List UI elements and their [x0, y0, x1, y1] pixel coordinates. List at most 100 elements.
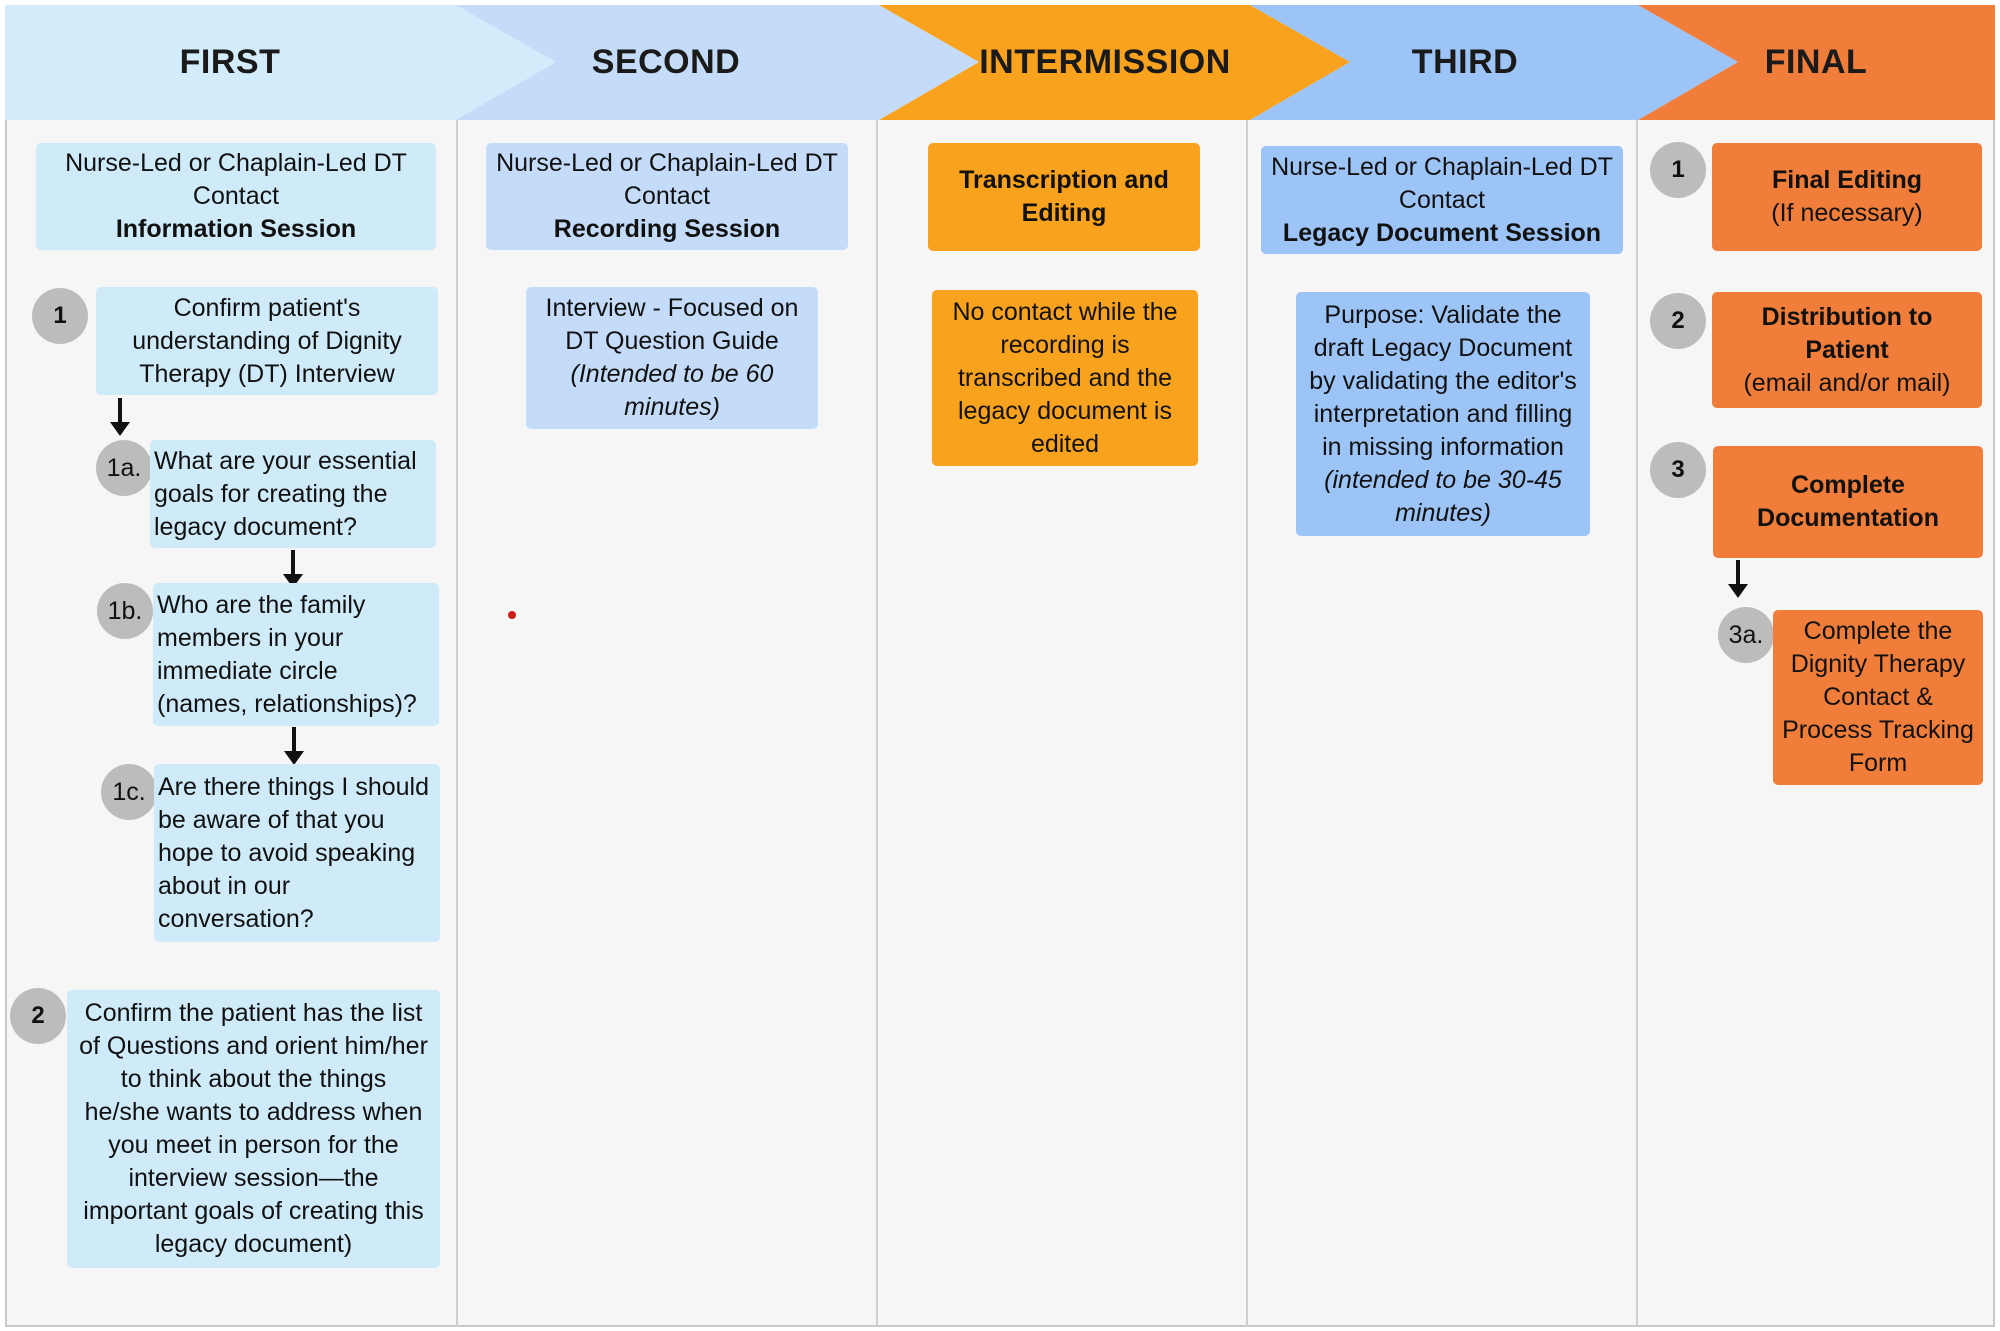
detail-text-line: Purpose: Validate the: [1324, 300, 1562, 329]
step-text-line: of Questions and orient him/her: [79, 1032, 428, 1060]
detail-text-line: legacy document is: [957, 396, 1172, 425]
detail-text-line: edited: [1030, 429, 1100, 458]
header-chevron-first: [5, 5, 556, 120]
detail-text-line: draft Legacy Document: [1313, 333, 1573, 362]
detail-text-line: by validating the editor's: [1309, 366, 1577, 395]
contact-box-line: Contact: [192, 182, 280, 210]
second-contact-box: Nurse-Led or Chaplain-Led DT Contact Rec…: [486, 143, 848, 250]
final-step-title: Distribution to Patient: [1761, 302, 1933, 364]
detail-duration-line: (intended to be 30-45: [1324, 465, 1562, 494]
detail-text-line: transcribed and the: [957, 363, 1173, 392]
step-text-line: interview session—the: [128, 1164, 379, 1192]
third-detail-box: Purpose: Validate the draft Legacy Docum…: [1296, 292, 1590, 536]
detail-text-line: interpretation and filling: [1313, 399, 1573, 428]
contact-box-line: Nurse-Led or Chaplain-Led DT: [1271, 152, 1613, 181]
intermission-title-line: Transcription and: [959, 166, 1169, 194]
header-chevron-final: [1638, 5, 1995, 120]
step-text-line: Process Tracking: [1782, 716, 1974, 744]
column-divider: [876, 120, 878, 1327]
step-text-line: he/she wants to address when: [84, 1098, 423, 1126]
final-step-badge-3a: 3a.: [1718, 607, 1774, 663]
header-intermission: INTERMISSION: [979, 43, 1231, 81]
detail-text-line: DT Question Guide: [565, 327, 779, 355]
detail-text-line: Interview - Focused on: [545, 294, 799, 322]
step-text-line: conversation?: [158, 904, 314, 933]
step-badge-1c: 1c.: [101, 764, 157, 820]
header-chevron-second: [456, 5, 979, 120]
step-text-line: hope to avoid speaking: [158, 838, 416, 867]
step-text-line: Complete the: [1803, 617, 1953, 645]
final-substep-3a-box: Complete the Dignity Therapy Contact & P…: [1773, 610, 1983, 785]
contact-box-session-title: Recording Session: [553, 215, 781, 243]
step-text-line: legacy document?: [154, 512, 357, 541]
header-chevron-band: [5, 5, 1995, 120]
final-step-badge-1: 1: [1650, 142, 1706, 198]
first-substep-1b-box: Who are the family members in your immed…: [153, 583, 439, 726]
step-text-line: Contact &: [1823, 683, 1933, 711]
step-text-line: Form: [1848, 749, 1908, 777]
step-text-line: (names, relationships)?: [157, 689, 417, 718]
step-text-line: Are there things I should: [158, 772, 429, 801]
header-final: FINAL: [1764, 43, 1868, 81]
step-text-line: immediate circle: [157, 656, 338, 685]
column-divider: [456, 120, 458, 1327]
step-badge-1: 1: [32, 288, 88, 344]
first-step-2-box: Confirm the patient has the list of Ques…: [67, 990, 440, 1268]
final-step-badge-3: 3: [1650, 442, 1706, 498]
second-detail-box: Interview - Focused on DT Question Guide…: [526, 287, 818, 429]
down-arrow-icon: [1728, 560, 1748, 598]
step-text-line: Dignity Therapy: [1790, 650, 1966, 678]
contact-box-line: Nurse-Led or Chaplain-Led DT: [65, 149, 407, 177]
step-text-line: Confirm the patient has the list: [84, 999, 423, 1027]
step-text-line: legacy document): [154, 1230, 353, 1258]
step-text-line: be aware of that you: [158, 805, 385, 834]
first-step-1-box: Confirm patient's understanding of Digni…: [96, 287, 438, 395]
detail-text-line: in missing information: [1322, 432, 1564, 461]
detail-duration-line: minutes): [624, 393, 720, 421]
red-dot-marker: [508, 611, 516, 619]
step-text-line: about in our: [158, 871, 291, 900]
final-step-title: Complete: [1791, 471, 1905, 499]
detail-text-line: recording is: [1000, 330, 1130, 359]
step-text-line: Confirm patient's: [173, 293, 361, 322]
header-chevron-intermission: [879, 5, 1350, 120]
header-first: FIRST: [179, 43, 281, 81]
step-text-line: Therapy (DT) Interview: [139, 359, 395, 388]
contact-box-session-title: Information Session: [115, 215, 357, 243]
final-step-subtitle: (If necessary): [1771, 199, 1923, 227]
first-substep-1a-box: What are your essential goals for creati…: [150, 440, 436, 548]
detail-duration-line: minutes): [1395, 498, 1491, 527]
step-text-line: Who are the family: [157, 590, 366, 619]
down-arrow-icon: [110, 398, 130, 436]
step-text-line: important goals of creating this: [83, 1197, 424, 1225]
step-badge-2: 2: [10, 988, 66, 1044]
final-step-title: Documentation: [1757, 504, 1939, 532]
column-divider: [1636, 120, 1638, 1327]
contact-box-line: Contact: [1398, 185, 1486, 214]
contact-box-line: Contact: [623, 182, 711, 210]
step-text-line: understanding of Dignity: [132, 326, 402, 355]
final-step-1-box: Final Editing (If necessary): [1712, 143, 1982, 251]
detail-text-line: No contact while the: [952, 297, 1178, 326]
final-step-title: Final Editing: [1772, 166, 1922, 194]
down-arrow-icon: [284, 727, 304, 765]
header-chevron-third: [1250, 5, 1738, 120]
intermission-title-box: Transcription and Editing: [928, 143, 1200, 251]
final-step-3-box: Complete Documentation: [1713, 446, 1983, 558]
final-step-badge-2: 2: [1650, 293, 1706, 349]
step-text-line: What are your essential: [154, 446, 417, 475]
final-step-2-box: Distribution to Patient (email and/or ma…: [1712, 292, 1982, 408]
header-third: THIRD: [1411, 43, 1519, 81]
intermission-title-line: Editing: [1021, 199, 1107, 227]
first-contact-box: Nurse-Led or Chaplain-Led DT Contact Inf…: [36, 143, 436, 250]
step-text-line: goals for creating the: [154, 479, 388, 508]
header-second: SECOND: [591, 43, 741, 81]
step-badge-1b: 1b.: [97, 583, 153, 639]
step-text-line: you meet in person for the: [108, 1131, 399, 1159]
final-step-subtitle: (email and/or mail): [1743, 368, 1951, 397]
column-divider: [1246, 120, 1248, 1327]
contact-box-line: Nurse-Led or Chaplain-Led DT: [496, 149, 838, 177]
first-substep-1c-box: Are there things I should be aware of th…: [154, 764, 440, 942]
contact-box-session-title: Legacy Document Session: [1282, 218, 1602, 247]
